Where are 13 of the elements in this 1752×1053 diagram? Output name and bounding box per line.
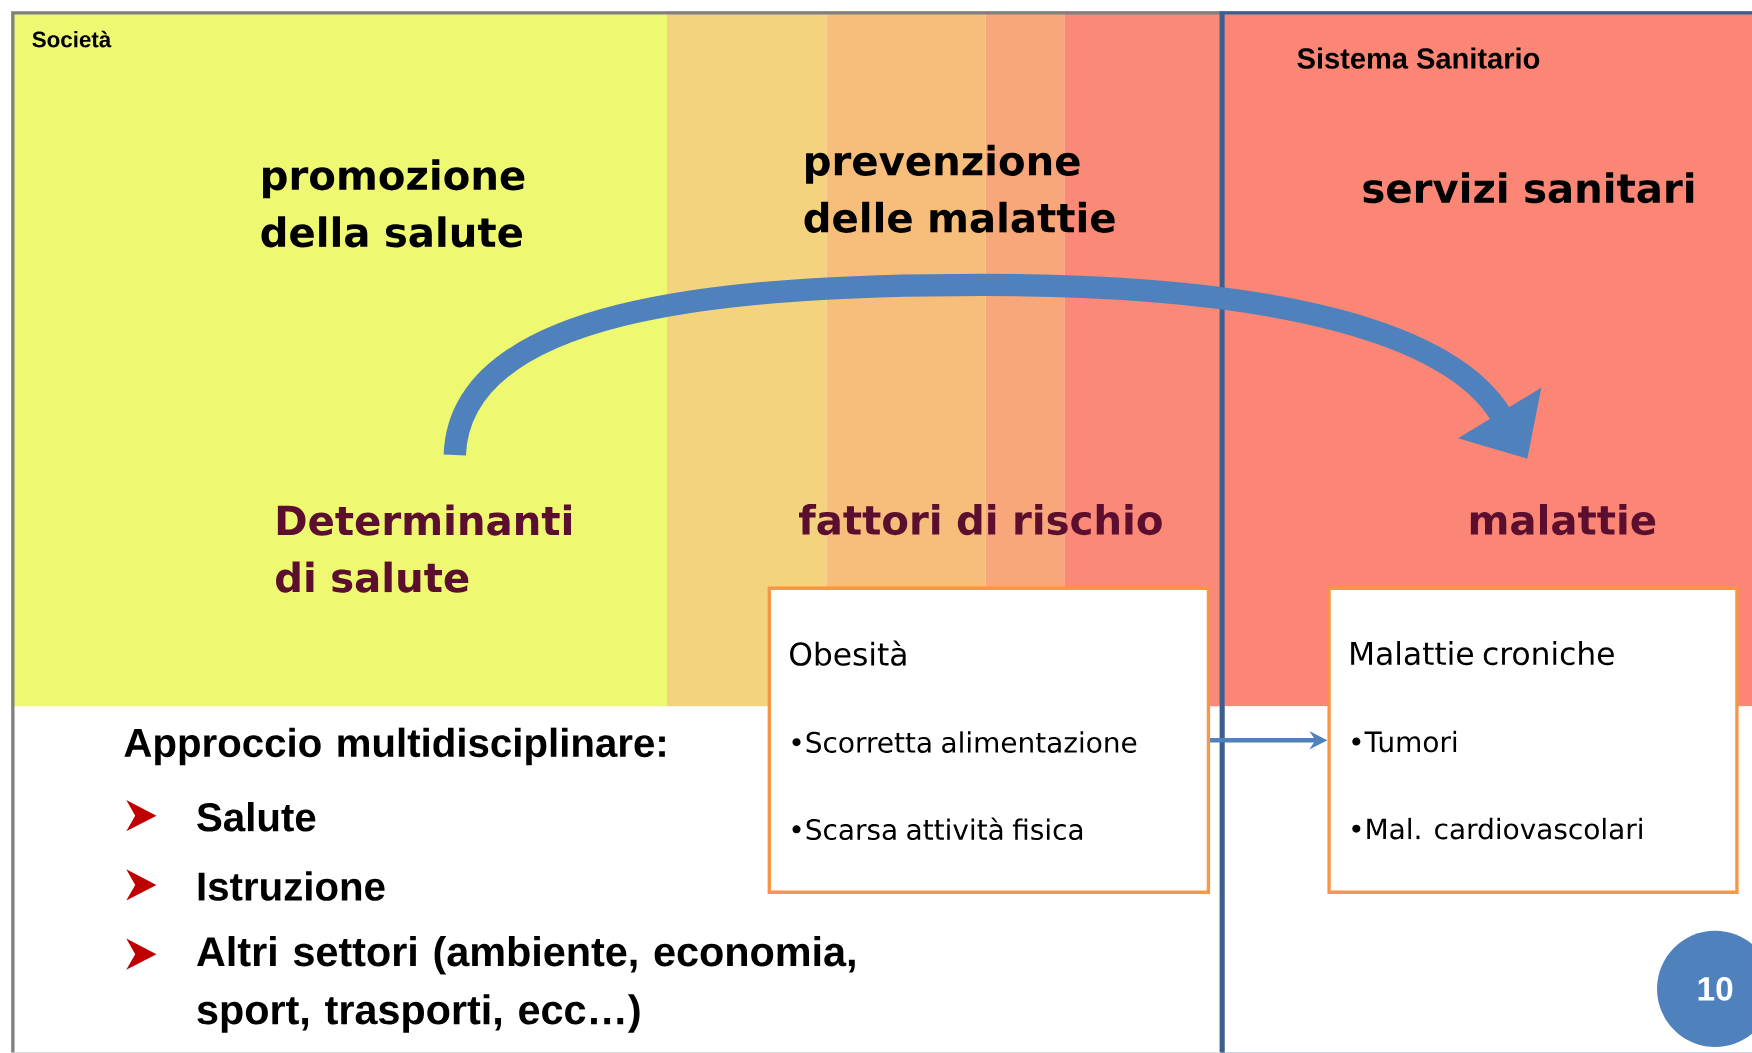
heading-text: malattie [1470,504,1656,536]
list-item: Altri settori (ambiente, economia, sport, trasporti, ecc…) [197,936,855,1033]
list-heading: Approccio multidisciplinare: [124,727,665,766]
page-number: 10 [1657,931,1752,1048]
list-item: Istruzione [198,871,385,902]
text-box: Obesità •Scorretta alimentazione •Scarsa attività fisica [767,586,1211,895]
heading-text: fattori di rischio [799,504,1162,536]
heading-text: servizi sanitari [1363,172,1694,204]
heading-text: Determinanti di salute [276,504,571,593]
heading-text: promozione della salute [261,159,525,248]
list-item: Salute [197,802,316,832]
heading-text: prevenzione delle malattie [804,145,1115,234]
text-box: Malattie croniche •Tumori •Mal. cardiovascolari [1327,586,1739,895]
